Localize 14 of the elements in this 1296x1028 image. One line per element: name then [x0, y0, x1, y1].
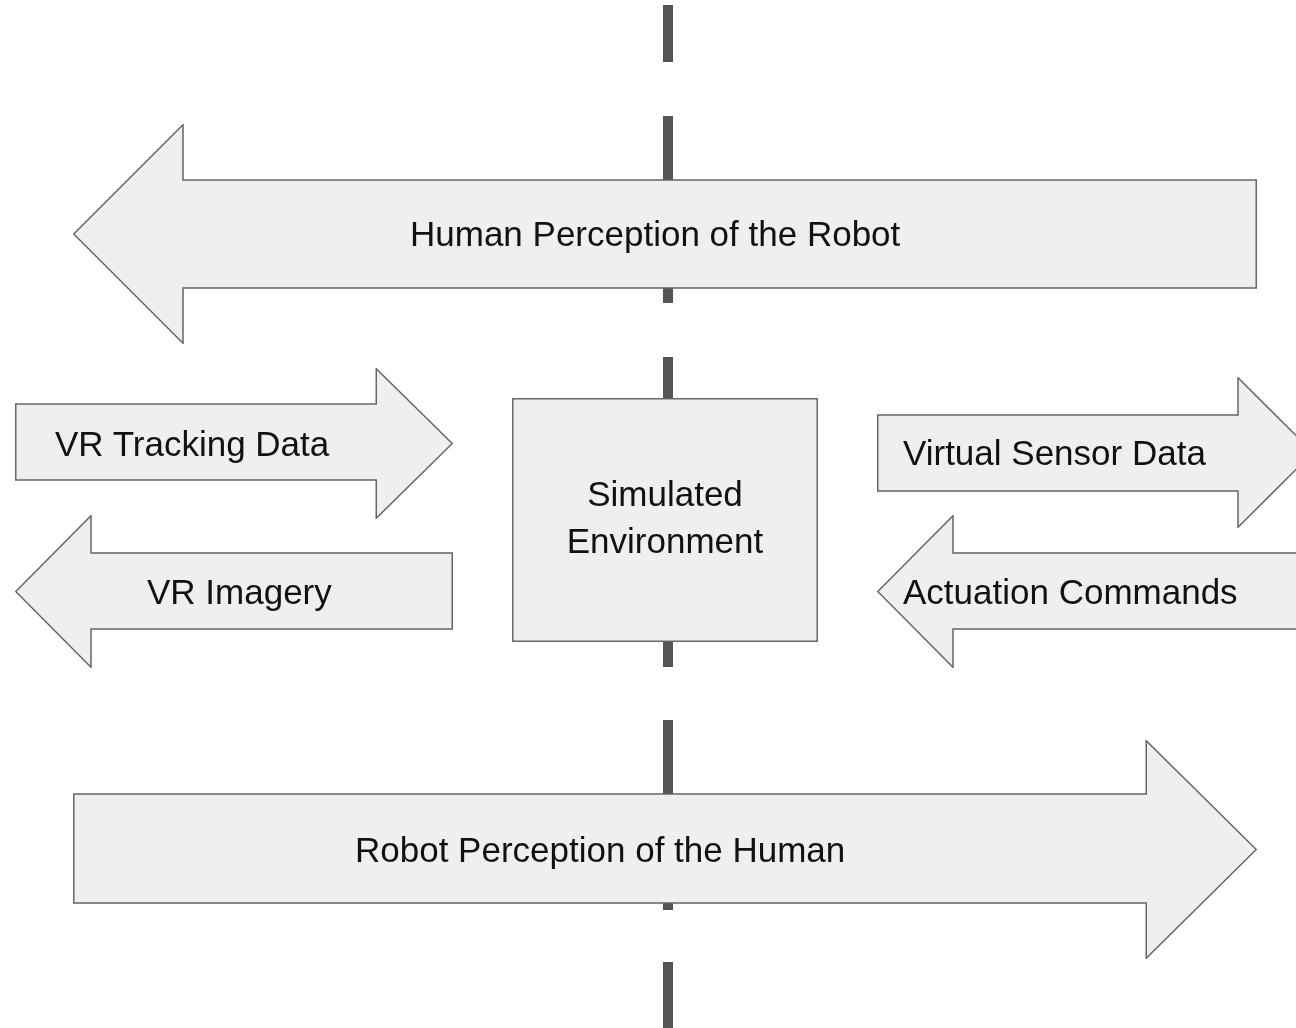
process-box — [512, 398, 818, 642]
right-pointing-banner — [73, 740, 1257, 959]
left-pointing-banner — [73, 124, 1257, 344]
right-pointing-banner — [15, 368, 453, 519]
arrow-label: Robot Perception of the Human — [355, 828, 846, 871]
right-pointing-banner — [877, 377, 1296, 528]
left-pointing-banner — [877, 515, 1296, 668]
arrow-label: VR Tracking Data — [55, 422, 330, 465]
box-label: Simulated Environment — [565, 473, 765, 563]
left-pointing-banner — [15, 515, 453, 668]
arrow-label: Virtual Sensor Data — [903, 431, 1206, 474]
arrow-label: VR Imagery — [147, 570, 332, 613]
arrow-label: Actuation Commands — [903, 570, 1238, 613]
arrow-label: Human Perception of the Robot — [410, 213, 901, 255]
